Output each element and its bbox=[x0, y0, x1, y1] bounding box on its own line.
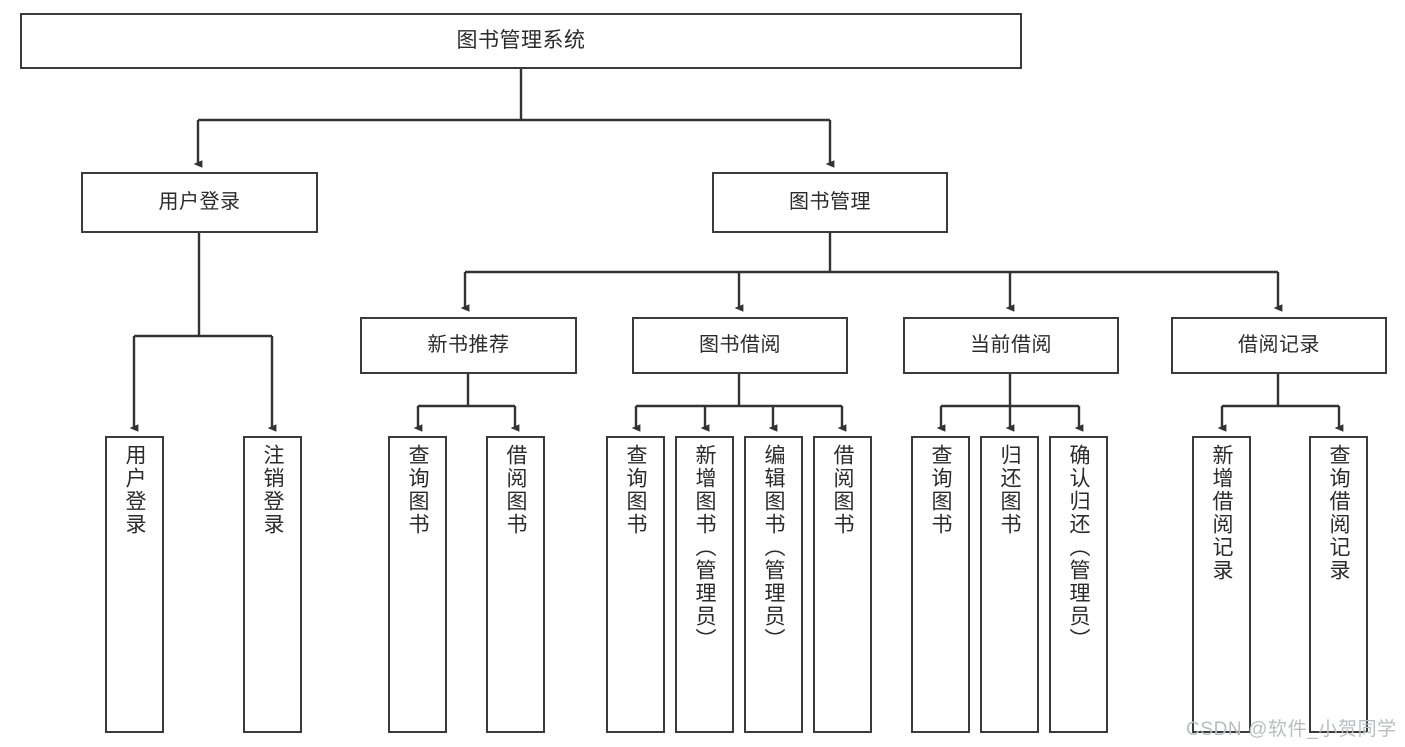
node-leaf-user-logout-label: 注销登录 bbox=[261, 444, 284, 536]
node-leaf-confirm-return-admin[interactable]: 确认归还（管理员） bbox=[1049, 436, 1108, 733]
node-leaf-edit-book-admin[interactable]: 编辑图书（管理员） bbox=[744, 436, 803, 733]
node-root-book-management-system[interactable]: 图书管理系统 bbox=[20, 13, 1022, 69]
node-leaf-add-book-admin[interactable]: 新增图书（管理员） bbox=[675, 436, 734, 733]
node-leaf-query-book-recommend[interactable]: 查询图书 bbox=[388, 436, 447, 733]
node-leaf-add-borrow-record[interactable]: 新增借阅记录 bbox=[1192, 436, 1251, 733]
node-leaf-add-book-admin-label: 新增图书（管理员） bbox=[693, 444, 716, 651]
node-book-borrow[interactable]: 图书借阅 bbox=[632, 317, 848, 374]
node-leaf-query-book-current[interactable]: 查询图书 bbox=[911, 436, 970, 733]
node-leaf-query-book-borrow[interactable]: 查询图书 bbox=[606, 436, 665, 733]
node-book-borrow-label: 图书借阅 bbox=[699, 334, 781, 357]
node-leaf-confirm-return-admin-label: 确认归还（管理员） bbox=[1067, 444, 1090, 651]
node-leaf-query-borrow-record[interactable]: 查询借阅记录 bbox=[1309, 436, 1368, 733]
node-user-login[interactable]: 用户登录 bbox=[81, 172, 318, 233]
node-new-book-recommend[interactable]: 新书推荐 bbox=[360, 317, 577, 374]
node-leaf-borrow-book[interactable]: 借阅图书 bbox=[813, 436, 872, 733]
node-current-borrow-label: 当前借阅 bbox=[970, 334, 1052, 357]
node-user-login-label: 用户登录 bbox=[158, 191, 241, 214]
node-leaf-query-book-borrow-label: 查询图书 bbox=[624, 444, 647, 536]
node-new-book-recommend-label: 新书推荐 bbox=[427, 334, 510, 357]
node-leaf-edit-book-admin-label: 编辑图书（管理员） bbox=[762, 444, 785, 651]
node-leaf-borrow-book-label: 借阅图书 bbox=[831, 444, 854, 536]
node-borrow-record-label: 借阅记录 bbox=[1238, 334, 1320, 357]
node-leaf-query-book-current-label: 查询图书 bbox=[929, 444, 952, 536]
csdn-watermark: CSDN @软件_小贺同学 bbox=[1186, 719, 1397, 740]
node-leaf-user-logout[interactable]: 注销登录 bbox=[243, 436, 302, 733]
node-leaf-user-login-label: 用户登录 bbox=[123, 444, 146, 536]
node-leaf-borrow-book-recommend-label: 借阅图书 bbox=[504, 444, 527, 536]
node-current-borrow[interactable]: 当前借阅 bbox=[903, 317, 1119, 374]
node-leaf-return-book[interactable]: 归还图书 bbox=[980, 436, 1039, 733]
node-leaf-user-login[interactable]: 用户登录 bbox=[105, 436, 164, 733]
node-book-management[interactable]: 图书管理 bbox=[712, 172, 948, 233]
node-leaf-add-borrow-record-label: 新增借阅记录 bbox=[1210, 444, 1233, 582]
node-leaf-query-book-recommend-label: 查询图书 bbox=[406, 444, 429, 536]
node-leaf-query-borrow-record-label: 查询借阅记录 bbox=[1327, 444, 1350, 582]
node-book-management-label: 图书管理 bbox=[789, 191, 871, 214]
node-leaf-borrow-book-recommend[interactable]: 借阅图书 bbox=[486, 436, 545, 733]
node-borrow-record[interactable]: 借阅记录 bbox=[1171, 317, 1387, 374]
node-leaf-return-book-label: 归还图书 bbox=[998, 444, 1021, 536]
node-root-label: 图书管理系统 bbox=[456, 29, 586, 53]
